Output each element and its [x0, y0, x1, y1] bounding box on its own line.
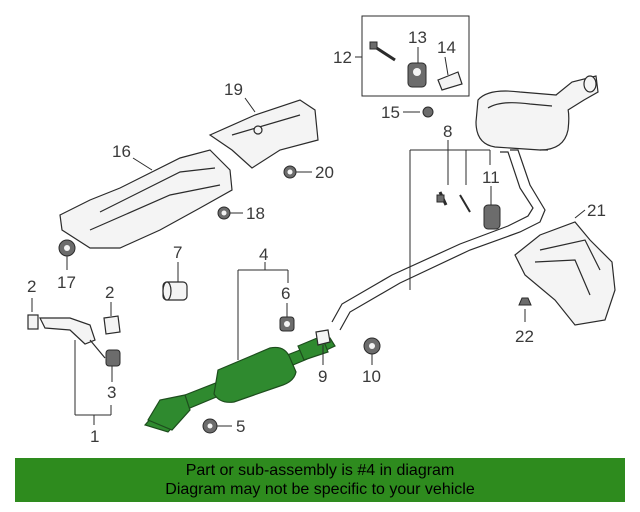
nut-part-18[interactable] — [217, 206, 243, 220]
callout-15: 15 — [381, 103, 400, 122]
callout-20: 20 — [315, 163, 334, 182]
front-pipe-part-1[interactable] — [27, 314, 106, 359]
notice-banner: Part or sub-assembly is #4 in diagram Di… — [15, 458, 625, 502]
gasket-part-9[interactable] — [315, 329, 331, 365]
nut-part-17[interactable] — [58, 239, 76, 270]
callout-9: 9 — [318, 367, 327, 386]
callout-16: 16 — [112, 142, 131, 161]
clamp-part-7[interactable] — [162, 262, 188, 301]
callout-4-leaders — [237, 262, 289, 360]
nut-part-10[interactable] — [363, 337, 381, 365]
callout-2b: 2 — [105, 283, 114, 302]
callout-3: 3 — [107, 383, 116, 402]
bolts-part-8[interactable] — [436, 191, 471, 213]
callout-8-leaders — [409, 140, 491, 290]
callout-21: 21 — [587, 201, 606, 220]
tail-pipe-part[interactable] — [331, 149, 546, 331]
callout-13: 13 — [408, 28, 427, 47]
bolt-part[interactable] — [369, 41, 396, 62]
callout-18: 18 — [246, 204, 265, 223]
heat-shield-part-19[interactable] — [208, 99, 319, 169]
notice-line-1: Part or sub-assembly is #4 in diagram — [185, 462, 455, 479]
gasket-part-2b[interactable] — [103, 302, 121, 335]
hanger-insulator-part-13[interactable] — [407, 62, 427, 88]
callout-22: 22 — [515, 327, 534, 346]
callout-19: 19 — [224, 80, 243, 99]
heat-shield-part-21[interactable] — [514, 221, 616, 326]
nut-part-3[interactable] — [105, 349, 121, 382]
nut-part-20[interactable] — [283, 165, 312, 179]
bracket-part-14[interactable] — [437, 71, 463, 91]
heat-shield-part-16[interactable] — [59, 149, 233, 249]
callout-11: 11 — [482, 168, 500, 187]
callout-2a: 2 — [27, 277, 36, 296]
notice-line-2: Diagram may not be specific to your vehi… — [165, 481, 475, 498]
callout-5: 5 — [236, 417, 245, 436]
callout-7: 7 — [173, 243, 182, 262]
rear-muffler-part[interactable] — [475, 75, 599, 151]
callout-17: 17 — [57, 273, 76, 292]
nut-part-22[interactable] — [518, 297, 532, 322]
callout-6: 6 — [281, 284, 290, 303]
nut-part-15[interactable] — [403, 106, 434, 118]
exhaust-parts-diagram: 1 2 2 3 4 5 6 7 8 9 10 11 12 13 14 15 16… — [27, 15, 616, 446]
callout-4: 4 — [259, 245, 268, 264]
callout-14: 14 — [437, 38, 456, 57]
gasket-part-6[interactable] — [279, 303, 295, 332]
callout-1: 1 — [90, 427, 99, 446]
callout-10: 10 — [362, 367, 381, 386]
callout-1-leaders — [74, 340, 112, 425]
hanger-insulator-part-11[interactable] — [483, 186, 501, 230]
callout-8: 8 — [443, 122, 452, 141]
callout-12: 12 — [333, 48, 352, 67]
nut-part-5[interactable] — [202, 418, 232, 434]
callout-labels: 1 2 2 3 4 5 6 7 8 9 10 11 12 13 14 15 16… — [27, 28, 606, 446]
hardware-kit-box — [355, 15, 470, 97]
